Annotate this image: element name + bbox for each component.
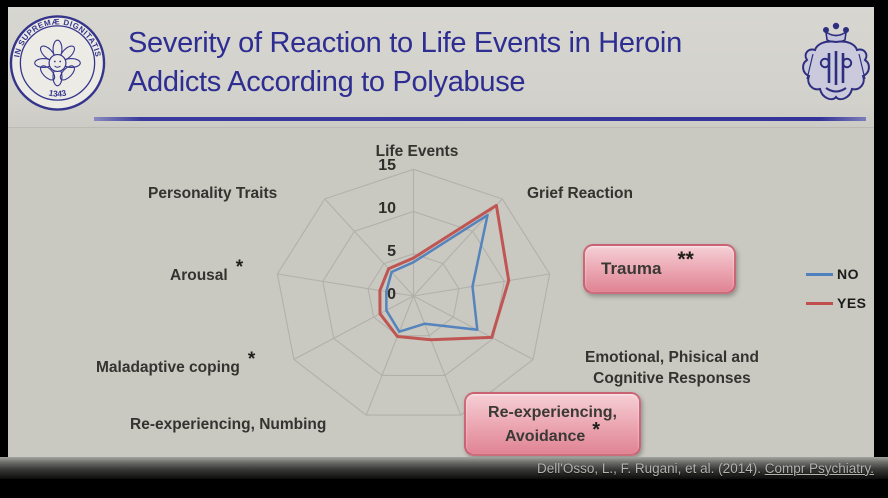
svg-text:1343: 1343 <box>48 88 68 99</box>
axis-label-maladaptive-coping: Maladaptive coping* <box>96 349 256 376</box>
heraldic-crest-logo <box>802 22 870 101</box>
citation-authors: Dell'Osso, L., F. Rugani, et al. (2014). <box>537 460 765 476</box>
axis-label-grief-reaction: Grief Reaction <box>527 185 633 202</box>
axis-label-reexperiencing-avoidance-box: Re-experiencing, Avoidance* <box>464 392 641 456</box>
maladaptive-significance-star: * <box>247 349 256 370</box>
citation-text: Dell'Osso, L., F. Rugani, et al. (2014).… <box>537 461 874 476</box>
legend-item-no: NO <box>806 266 867 282</box>
avoidance-significance-star: * <box>592 418 601 441</box>
tick-0: 0 <box>387 286 396 303</box>
tick-15: 15 <box>378 157 396 174</box>
slide-header <box>8 7 874 128</box>
arousal-significance-star: * <box>235 257 244 278</box>
legend-item-yes: YES <box>806 295 867 311</box>
axis-label-life-events: Life Events <box>375 143 459 160</box>
tick-10: 10 <box>378 200 396 217</box>
trauma-significance-stars: ** <box>677 248 694 271</box>
legend-line-no <box>806 272 833 276</box>
seal-year: 1343 <box>48 88 68 99</box>
axis-label-emotional-responses: Emotional, Phisical and Cognitive Respon… <box>585 349 759 387</box>
chart-legend: NO YES <box>806 266 867 311</box>
avoidance-line-2: Avoidance* <box>504 418 601 445</box>
axis-label-trauma-box: Trauma ** <box>583 244 736 294</box>
legend-line-yes <box>806 301 833 305</box>
university-seal-logo: IN SUPREMÆ DIGNITATIS 1343 <box>9 15 106 111</box>
axis-label-reexperiencing-numbing: Re-experiencing, Numbing <box>130 416 327 433</box>
title-line-1: Severity of Reaction to Life Events in H… <box>128 27 682 59</box>
citation-journal-link[interactable]: Compr Psychiatry. <box>764 460 874 476</box>
page-title: Severity of Reaction to Life Events in H… <box>128 24 818 102</box>
trauma-label: Trauma <box>601 259 662 278</box>
title-underline <box>94 117 866 121</box>
axis-label-arousal: Arousal* <box>170 257 244 284</box>
tick-5: 5 <box>387 243 396 260</box>
citation-bar: Dell'Osso, L., F. Rugani, et al. (2014).… <box>0 457 888 479</box>
title-line-2: Addicts According to Polyabuse <box>128 66 526 98</box>
avoidance-line-1: Re-experiencing, <box>488 403 617 421</box>
axis-label-personality-traits: Personality Traits <box>148 185 278 202</box>
seal-face <box>48 53 67 73</box>
